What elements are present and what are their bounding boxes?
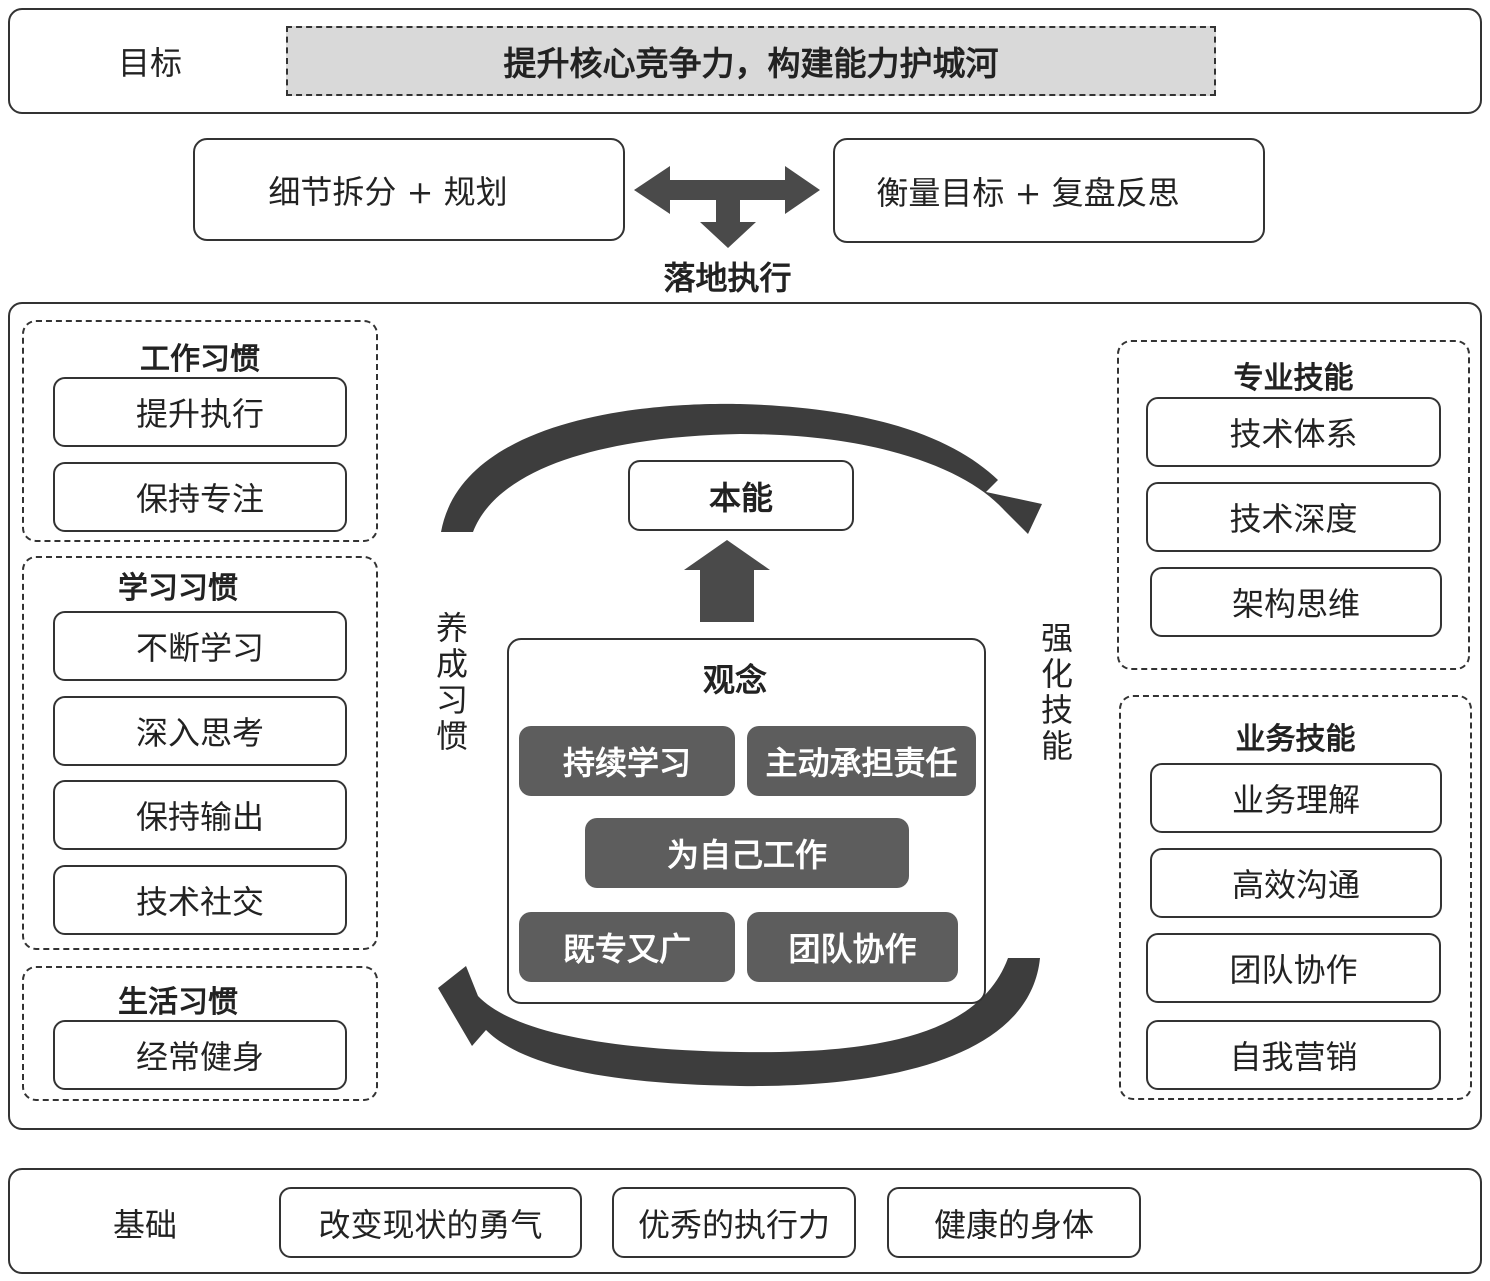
down-arrow-icon <box>700 196 756 248</box>
life-habits-title: 生活习惯 <box>118 985 238 1020</box>
foundation-item: 健康的身体 <box>887 1187 1141 1258</box>
business-skills-group <box>1119 695 1472 1100</box>
skill-item: 高效沟通 <box>1150 848 1442 918</box>
skill-item: 架构思维 <box>1150 567 1442 637</box>
skill-item: 技术深度 <box>1146 482 1441 552</box>
habit-item: 保持输出 <box>53 780 347 850</box>
concept-title: 观念 <box>702 661 767 699</box>
business-skills-title: 业务技能 <box>1235 722 1356 757</box>
plan-left-text: 细节拆分 + 规划 <box>268 172 508 211</box>
foundation-item: 改变现状的勇气 <box>279 1187 582 1258</box>
plan-box-right <box>833 138 1265 243</box>
habit-item: 保持专注 <box>53 462 347 532</box>
concept-item: 为自己工作 <box>585 818 909 888</box>
life-habits-group <box>22 966 378 1101</box>
study-habits-group <box>22 556 378 950</box>
plan-right-text: 衡量目标 + 复盘反思 <box>876 173 1180 212</box>
up-arrow-icon <box>684 540 770 622</box>
skill-item: 技术体系 <box>1146 397 1441 467</box>
execute-label: 落地执行 <box>663 259 792 297</box>
left-cycle-label: 养成习惯 <box>435 609 468 755</box>
right-cycle-label: 强化技能 <box>1040 619 1073 765</box>
habit-item: 经常健身 <box>53 1020 347 1090</box>
professional-skills-title: 专业技能 <box>1233 361 1354 396</box>
foundation-item: 优秀的执行力 <box>612 1187 856 1258</box>
work-habits-group <box>22 320 378 542</box>
habit-item: 提升执行 <box>53 377 347 447</box>
skill-item: 自我营销 <box>1146 1020 1441 1090</box>
habit-item: 不断学习 <box>53 611 347 681</box>
concept-item: 持续学习 <box>519 726 735 796</box>
skill-item: 业务理解 <box>1150 763 1442 833</box>
work-habits-title: 工作习惯 <box>140 342 260 377</box>
goal-label: 目标 <box>117 44 182 82</box>
instinct-box: 本能 <box>628 460 854 531</box>
plan-box-left <box>193 138 625 241</box>
top-curve-arrow-icon <box>441 403 1042 534</box>
foundation-label: 基础 <box>112 1206 177 1244</box>
concept-item: 团队协作 <box>747 912 958 982</box>
habit-item: 技术社交 <box>53 865 347 935</box>
double-arrow-icon <box>634 166 820 214</box>
concept-item: 既专又广 <box>519 912 735 982</box>
goal-text: 提升核心竞争力，构建能力护城河 <box>286 26 1216 96</box>
skill-item: 团队协作 <box>1146 933 1441 1003</box>
habit-item: 深入思考 <box>53 696 347 766</box>
study-habits-title: 学习习惯 <box>118 571 238 606</box>
bottom-curve-arrow-icon <box>438 958 1040 1087</box>
concept-item: 主动承担责任 <box>747 726 976 796</box>
professional-skills-group <box>1117 340 1470 670</box>
